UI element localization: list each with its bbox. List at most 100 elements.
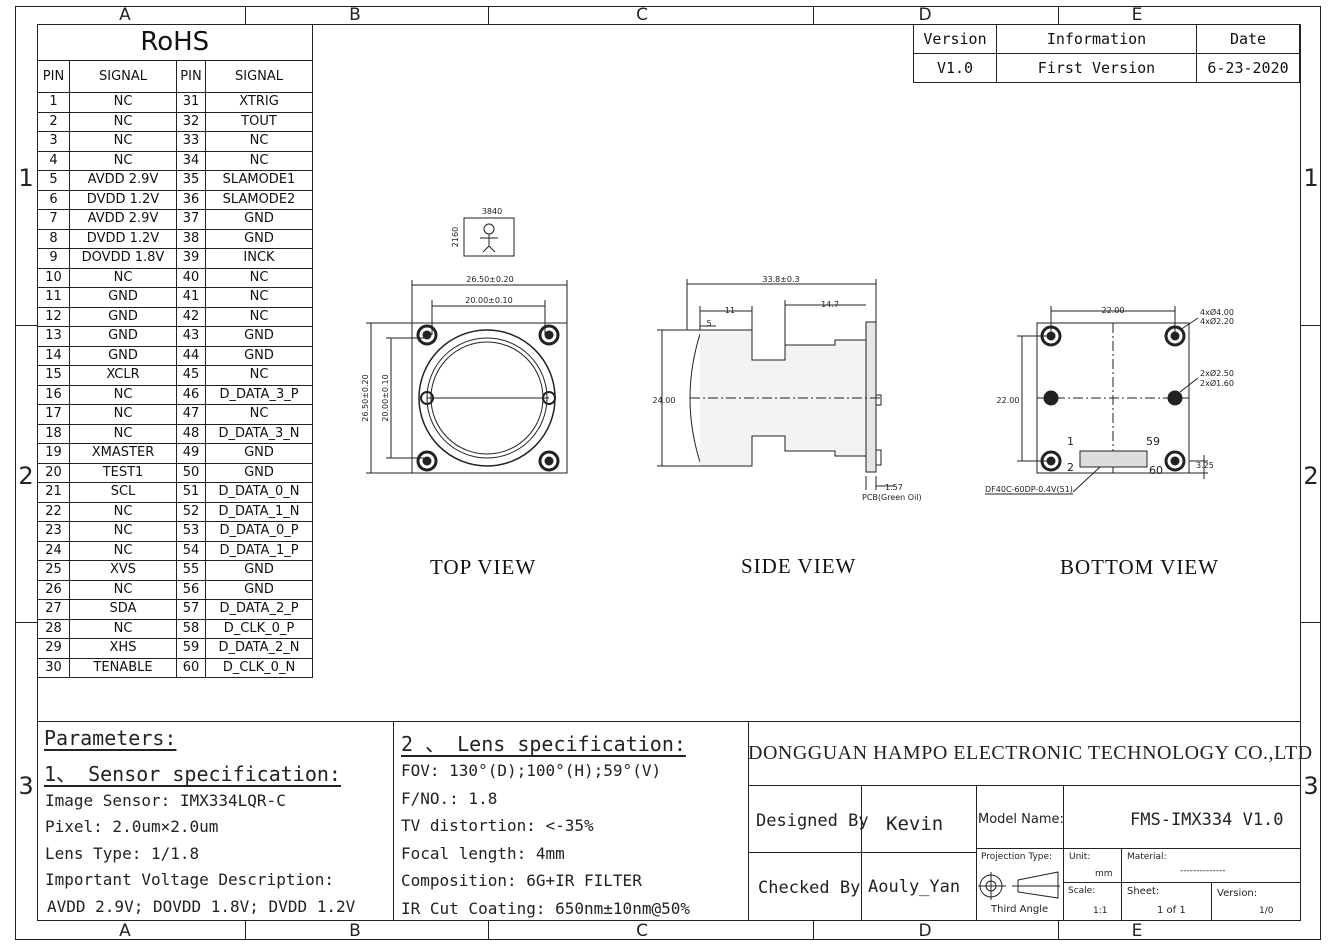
signal-header: SIGNAL [69, 60, 177, 93]
title-block-line [1211, 882, 1212, 921]
zone-label-bottom: A [119, 921, 131, 941]
side-view-label: SIDE VIEW [741, 554, 857, 578]
lens-line: FOV: 130°(D);100°(H);59°(V) [401, 761, 662, 780]
lens-line: F/NO.: 1.8 [401, 789, 498, 808]
zone-tick [1301, 622, 1321, 623]
bottom-dim-w: 22.00 [1102, 306, 1125, 315]
sensor-title: 1、 Sensor specification: [44, 762, 341, 786]
version-value: V1.0 [913, 53, 997, 83]
zone-tick [488, 6, 489, 24]
pin-header: PIN [176, 60, 206, 93]
pin-signal: DOVDD 1.8V [69, 248, 177, 269]
information-value: First Version [996, 53, 1197, 83]
bottom-dim-h: 22.00 [997, 396, 1020, 405]
model-label: Model Name: [978, 812, 1064, 827]
zone-label-bottom: C [636, 921, 648, 941]
title-block-line [748, 852, 976, 853]
pin-number: 30 [37, 657, 70, 678]
lens-line: Focal length: 4mm [401, 844, 565, 863]
title-block-line [976, 785, 977, 921]
rohs-title: RoHS [37, 24, 313, 61]
designed-by-label: Designed By [756, 811, 869, 831]
date-header: Date [1196, 24, 1300, 54]
pin-signal: SLAMODE2 [205, 189, 313, 210]
zone-label-right: 3 [1303, 772, 1319, 800]
side-view-drawing [657, 279, 895, 490]
bottom-holes-big: 4xØ4.00 [1200, 307, 1234, 317]
zone-tick [245, 6, 246, 24]
sensor-line: Pixel: 2.0um×2.0um [45, 817, 219, 836]
sheet-value: 1 of 1 [1157, 905, 1186, 916]
lens-line: IR Cut Coating: 650nm±10nm@50% [401, 899, 690, 918]
pin-number: 37 [176, 209, 206, 230]
scale-value: 1:1 [1093, 906, 1108, 916]
version-value: 1/0 [1259, 906, 1274, 916]
sensor-line: Important Voltage Description: [45, 870, 334, 889]
pin-number: 46 [176, 384, 206, 405]
pin-number: 40 [176, 267, 206, 288]
zone-label-top: D [918, 5, 932, 25]
zone-tick [488, 921, 489, 940]
bottom-holes-small: 2xØ2.50 [1200, 368, 1234, 378]
pin-signal: DVDD 1.2V [69, 189, 177, 210]
bottom-pin2: 2 [1067, 461, 1074, 474]
pin-number: 52 [176, 501, 206, 522]
pin-number: 15 [37, 365, 70, 386]
pin-number: 24 [37, 540, 70, 561]
zone-label-top: B [349, 5, 361, 25]
pin-signal: D_CLK_0_N [205, 657, 313, 678]
drawing-frame [15, 6, 1321, 940]
pin-signal: XHS [69, 638, 177, 659]
pin-number: 18 [37, 423, 70, 444]
pin-signal: D_DATA_2_N [205, 638, 313, 659]
zone-label-bottom: D [918, 921, 932, 941]
zone-tick [1058, 921, 1059, 940]
lens-line: Composition: 6G+IR FILTER [401, 871, 642, 890]
top-view-drawing [366, 280, 568, 474]
pin-signal: NC [69, 384, 177, 405]
version-table: Version Information Date V1.0 First Vers… [913, 24, 1300, 83]
top-dim-outer-h: 26.50±0.20 [361, 374, 370, 421]
bottom-connector: DF40C-60DP-0.4V(51) [985, 485, 1073, 494]
zone-tick [1058, 6, 1059, 24]
side-dim-a: 11 [725, 306, 735, 315]
res-width-label: 3840 [482, 207, 502, 216]
material-label: Material: [1127, 852, 1167, 862]
pin-signal: D_DATA_0_N [205, 482, 313, 503]
zone-tick [1301, 325, 1321, 326]
bottom-view-label: BOTTOM VIEW [1060, 555, 1219, 579]
zone-tick [15, 325, 37, 326]
zone-label-right: 1 [1303, 164, 1319, 192]
pin-number: 42 [176, 306, 206, 327]
pin-signal: GND [205, 326, 313, 347]
zone-label-left: 2 [18, 462, 34, 490]
unit-label: Unit: [1069, 852, 1091, 862]
side-dim-total: 33.8±0.3 [762, 275, 799, 284]
title-block-line [1063, 882, 1301, 883]
section-divider [393, 721, 394, 921]
bottom-holes-small2: 2xØ1.60 [1200, 378, 1234, 388]
zone-label-left: 3 [18, 772, 34, 800]
company-name: DONGGUAN HAMPO ELECTRONIC TECHNOLOGY CO.… [748, 742, 1313, 764]
pin-number: 17 [37, 404, 70, 425]
pin-number: 10 [37, 267, 70, 288]
pin-number: 51 [176, 482, 206, 503]
information-header: Information [996, 24, 1197, 54]
sensor-line: Image Sensor: IMX334LQR-C [45, 791, 286, 810]
pin-number: 22 [37, 501, 70, 522]
zone-tick [245, 921, 246, 940]
pin-signal: D_CLK_0_P [205, 618, 313, 639]
pin-signal: SLAMODE1 [205, 170, 313, 191]
pin-number: 44 [176, 345, 206, 366]
